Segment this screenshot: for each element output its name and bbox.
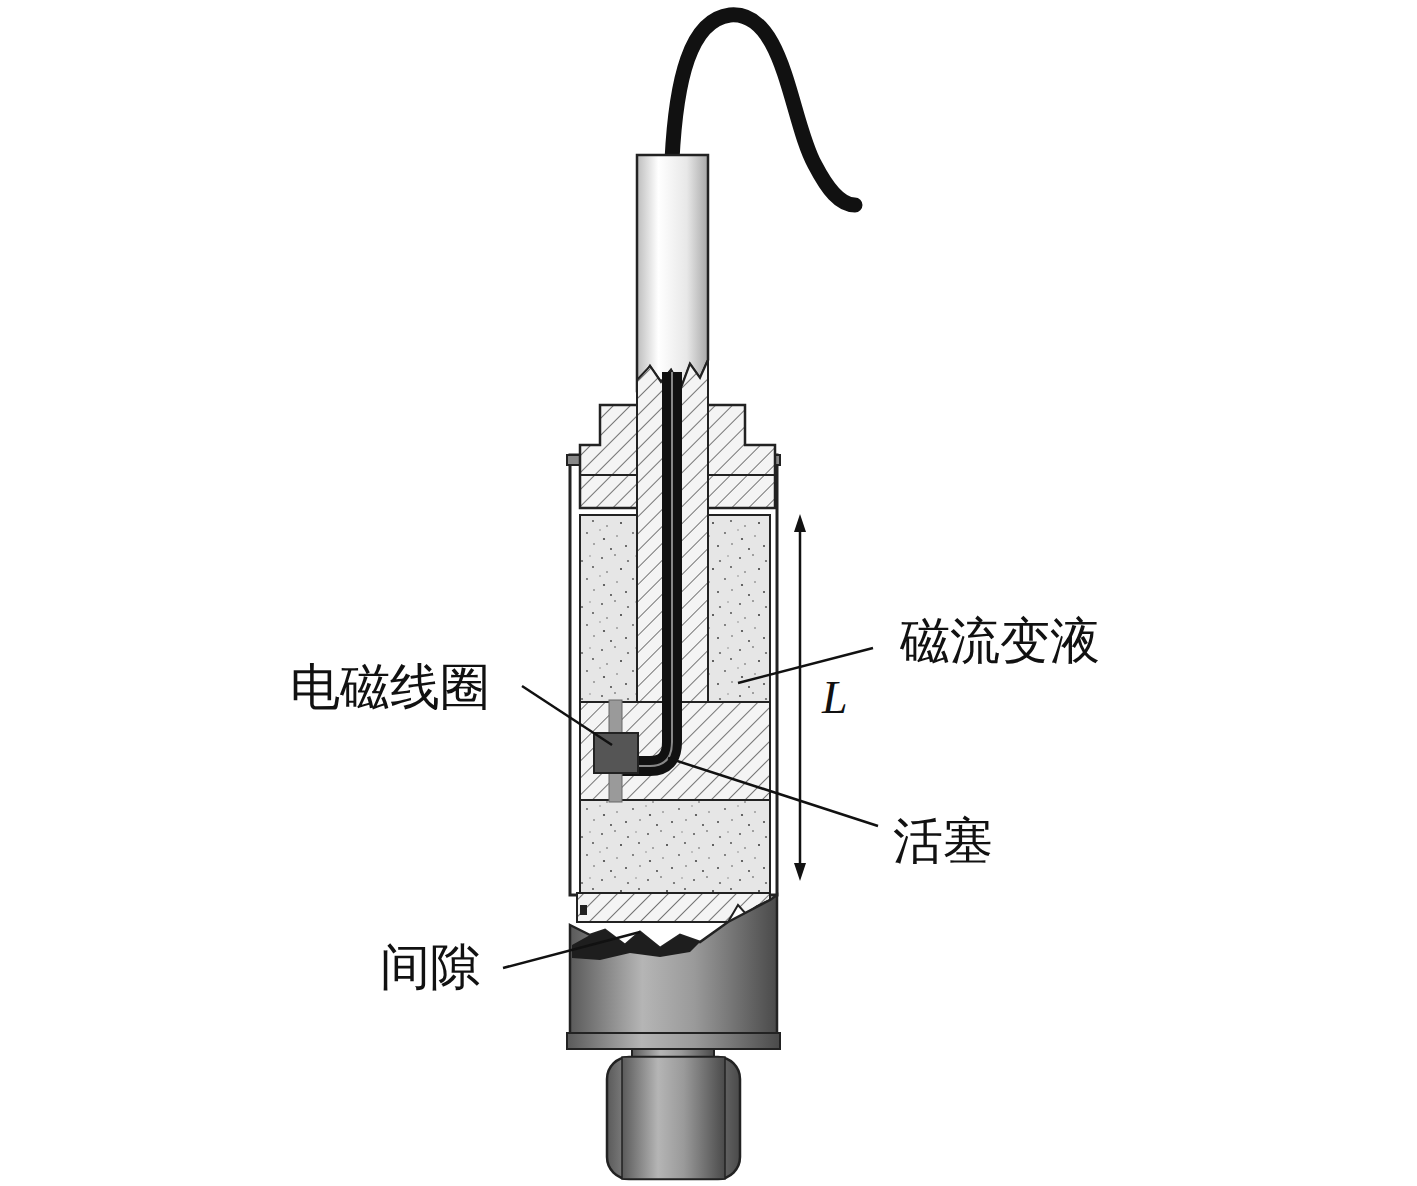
dimension-label: L	[822, 675, 848, 721]
part-label: 磁流变液	[900, 616, 1100, 666]
part-label: 活塞	[893, 816, 993, 866]
part-label: 间隙	[380, 942, 480, 992]
part-label: 电磁线圈	[290, 662, 490, 712]
